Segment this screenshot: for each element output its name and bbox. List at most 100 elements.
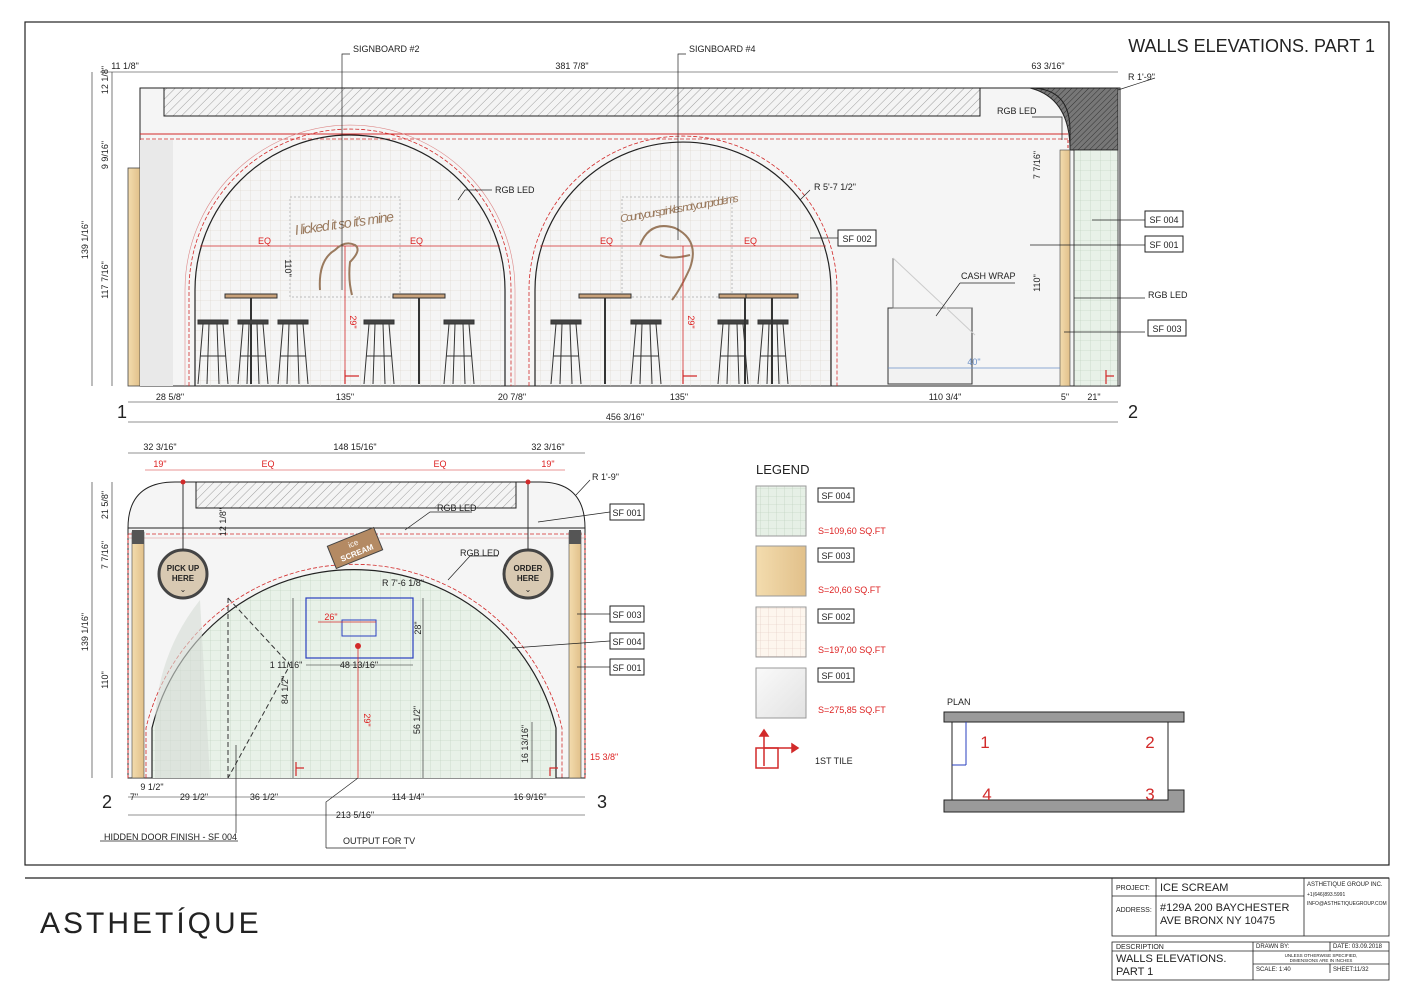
tag-sf001: SF 001 bbox=[1144, 235, 1184, 253]
company-phone: +1(646)893.5991 bbox=[1307, 892, 1345, 898]
pickup-sign: PICK UP HERE ⌄ bbox=[157, 548, 209, 600]
hanger-point bbox=[525, 479, 531, 485]
dim-arch-h: 110" bbox=[283, 259, 293, 277]
titleblock bbox=[1111, 877, 1390, 981]
dim2-bot-1: 7" bbox=[130, 792, 138, 802]
dim2-left-1: 21 5/8" bbox=[100, 491, 110, 519]
dim2-left-total: 139 1/16" bbox=[80, 613, 90, 651]
elevation-marker-3: 3 bbox=[597, 792, 607, 812]
legend-title: LEGEND bbox=[756, 462, 809, 477]
svg-text:SF 004: SF 004 bbox=[1149, 215, 1178, 225]
description-line-1: WALLS ELEVATIONS. bbox=[1116, 953, 1226, 965]
rgb-led-top-label: RGB LED bbox=[997, 106, 1037, 116]
dim-bot-1: 28 5/8" bbox=[156, 392, 184, 402]
svg-text:S=197,00 SQ.FT: S=197,00 SQ.FT bbox=[818, 645, 886, 655]
arch2-shadow bbox=[155, 600, 210, 778]
dim2-bot-3: 29 1/2" bbox=[180, 792, 208, 802]
dim-stool-b: 29" bbox=[686, 315, 696, 328]
elevation-2: PICK UP HERE ⌄ ORDER HERE ⌄ ice SCREAM 3… bbox=[80, 442, 645, 849]
svg-text:ORDER: ORDER bbox=[514, 564, 543, 573]
rgb-led-right-label: RGB LED bbox=[1148, 290, 1188, 300]
callout-leaders bbox=[341, 53, 1156, 333]
dim2-tv-w: 26" bbox=[324, 612, 337, 622]
dim-left-1: 12 1/8" bbox=[100, 66, 110, 94]
address-label: ADDRESS: bbox=[1116, 907, 1152, 914]
arch-a-led2 bbox=[184, 124, 516, 386]
sheet-frame bbox=[24, 21, 1390, 866]
plan-corner-2: 2 bbox=[1145, 733, 1154, 752]
svg-text:SF 003: SF 003 bbox=[612, 610, 641, 620]
hanger-point bbox=[180, 479, 186, 485]
wall-edge-wood bbox=[127, 167, 141, 387]
svg-text:SF 004: SF 004 bbox=[821, 491, 850, 501]
signboard-2-label: SIGNBOARD #2 bbox=[353, 44, 420, 54]
plan: PLAN 1 2 3 4 bbox=[943, 697, 1185, 813]
address-line-1: #129A 200 BAYCHESTER bbox=[1160, 902, 1289, 914]
corner-curve bbox=[1029, 87, 1071, 150]
cash-wrap-glass bbox=[892, 257, 976, 336]
post-cap bbox=[132, 530, 144, 544]
arch-b-outline bbox=[534, 141, 832, 386]
first-tile-label: 1ST TILE bbox=[815, 756, 853, 766]
plan-corner-1: 1 bbox=[980, 733, 989, 752]
plan-title: PLAN bbox=[947, 697, 971, 707]
svg-text:SF 001: SF 001 bbox=[821, 671, 850, 681]
radius-corner-label: R 1'-9" bbox=[1128, 72, 1155, 82]
arch-b-led bbox=[528, 135, 838, 386]
company-email: INFO@ASTHETIQUEGROUP.COM bbox=[1307, 901, 1387, 907]
description-line-2: PART 1 bbox=[1116, 966, 1153, 978]
wood-post-left bbox=[131, 531, 145, 779]
svg-text:ice: ice bbox=[347, 538, 360, 550]
dim-left-total: 139 1/16" bbox=[80, 221, 90, 259]
soffit2 bbox=[195, 481, 517, 509]
tag2-sf001b: SF 001 bbox=[609, 658, 645, 676]
hidden-door bbox=[227, 597, 291, 779]
rgb-led-2b: RGB LED bbox=[460, 548, 500, 558]
side-wall-shade bbox=[140, 140, 173, 386]
tag2-sf004: SF 004 bbox=[609, 632, 645, 650]
rgb-led-2a: RGB LED bbox=[437, 503, 477, 513]
dim2-top-3: 32 3/16" bbox=[531, 442, 564, 452]
svg-text:HERE: HERE bbox=[172, 574, 195, 583]
description-label: DESCRIPTION bbox=[1116, 944, 1164, 951]
plan-room bbox=[951, 721, 1169, 801]
radius-arch-label: R 5'-7 1/2" bbox=[814, 182, 856, 192]
dim2-tv-frame: 48 13/16" bbox=[340, 660, 378, 670]
dim-counter: 40" bbox=[967, 357, 980, 367]
output-tv-label: OUTPUT FOR TV bbox=[343, 836, 415, 846]
sheet-title: WALLS ELEVATIONS. PART 1 bbox=[1128, 36, 1375, 56]
chevron-down-icon: ⌄ bbox=[525, 585, 532, 594]
sheet-date: DATE: 03.09.2018 bbox=[1333, 944, 1383, 950]
dim2-top-2: 148 15/16" bbox=[333, 442, 376, 452]
first-tile-icon bbox=[755, 728, 800, 769]
first-tile-marker bbox=[344, 370, 1114, 384]
tag-sf003: SF 003 bbox=[1147, 319, 1187, 337]
svg-text:SF 002: SF 002 bbox=[842, 234, 871, 244]
eq-a1: EQ bbox=[258, 236, 271, 246]
plan-corner-4: 4 bbox=[982, 785, 991, 804]
dim2-bot-6: 16 9/16" bbox=[513, 792, 546, 802]
elevation-marker-2: 2 bbox=[1128, 402, 1138, 422]
tag2-sf003: SF 003 bbox=[609, 605, 645, 623]
svg-text:SF 003: SF 003 bbox=[821, 551, 850, 561]
svg-text:SF 004: SF 004 bbox=[612, 637, 641, 647]
svg-text:S=20,60 SQ.FT: S=20,60 SQ.FT bbox=[818, 585, 881, 595]
post-cap bbox=[569, 530, 581, 544]
dim2-tv-h: 28" bbox=[413, 621, 423, 634]
dim-left-2: 9 9/16" bbox=[100, 141, 110, 169]
tv-outlet-icon bbox=[355, 643, 361, 649]
dim-top-left: 11 1/8" bbox=[111, 61, 139, 71]
toucan-icon bbox=[639, 225, 694, 301]
dim2-red-19a: 19" bbox=[153, 459, 166, 469]
ice-scream-logo-sign: ice SCREAM bbox=[326, 526, 384, 570]
svg-text:SF 001: SF 001 bbox=[612, 508, 641, 518]
tv-screen bbox=[341, 619, 377, 637]
sheet-scale: SCALE: 1:40 bbox=[1256, 967, 1291, 973]
dim2-56: 56 1/2" bbox=[412, 706, 422, 734]
tile-strip-sf004 bbox=[1073, 149, 1119, 387]
dim2-top-1: 32 3/16" bbox=[143, 442, 176, 452]
